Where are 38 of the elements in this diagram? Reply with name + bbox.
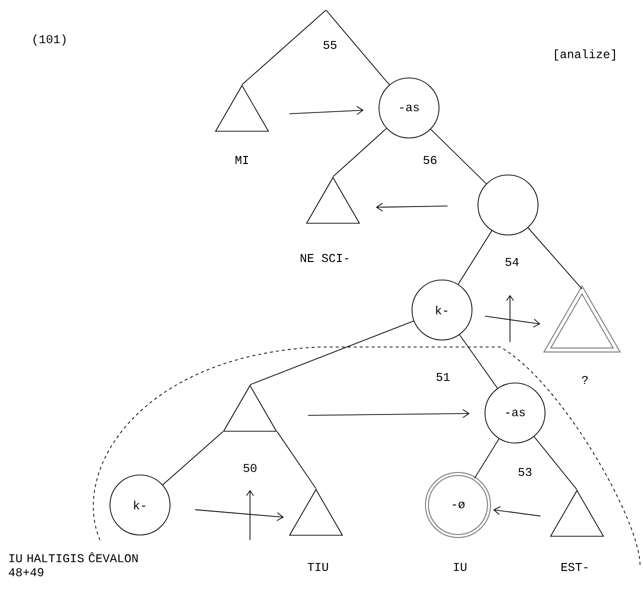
tree-branch bbox=[326, 10, 390, 86]
node-label: NE SCI- bbox=[300, 254, 348, 262]
tree-branch bbox=[242, 10, 326, 86]
circle-node: -as bbox=[378, 78, 440, 138]
tree-branch bbox=[528, 227, 582, 290]
node-label: IU bbox=[454, 562, 466, 571]
arrow bbox=[194, 509, 284, 522]
tree-branch bbox=[430, 128, 487, 184]
arrow bbox=[289, 106, 364, 115]
tree-branch bbox=[276, 431, 316, 490]
node-number: 53 bbox=[518, 468, 532, 476]
tree-branch bbox=[534, 436, 578, 490]
node-label: ? bbox=[582, 376, 588, 384]
node-label: IU HALTIGIS ĈEVALON 48+49 bbox=[8, 552, 138, 576]
node-number: 50 bbox=[244, 464, 256, 472]
arrow bbox=[484, 316, 540, 328]
node-label: MI bbox=[236, 156, 248, 164]
circle-node: k- bbox=[412, 280, 472, 340]
arrow bbox=[308, 409, 470, 418]
arrow bbox=[376, 202, 448, 212]
node-number: 54 bbox=[506, 258, 519, 266]
example-number: (101) bbox=[34, 34, 66, 46]
tree-branch bbox=[458, 230, 492, 285]
bracket-label: [analize] bbox=[555, 49, 615, 61]
node-number: 56 bbox=[424, 156, 436, 164]
node-label: TIU bbox=[308, 562, 328, 571]
tree-branch bbox=[332, 128, 387, 178]
circle-node: -as bbox=[484, 382, 546, 444]
node-number: 55 bbox=[324, 41, 336, 49]
node-label: EST- bbox=[562, 562, 588, 572]
circle-node: k- bbox=[110, 474, 170, 536]
tree-branch bbox=[250, 320, 414, 386]
arrow bbox=[493, 506, 541, 516]
node-number: 51 bbox=[436, 372, 450, 381]
tree-branch bbox=[474, 438, 500, 479]
tree-branch bbox=[459, 334, 498, 389]
tree-branch bbox=[162, 431, 224, 486]
double-circle-node: -ø bbox=[425, 472, 491, 538]
